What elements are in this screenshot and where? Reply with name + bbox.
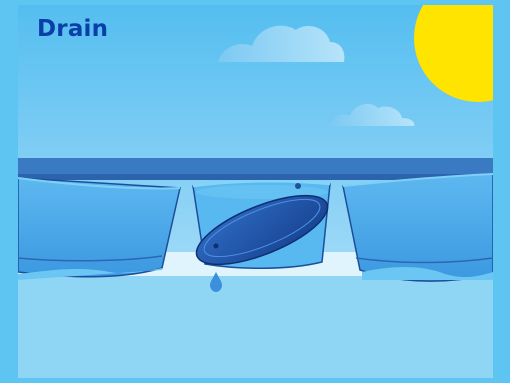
middle-cup	[188, 181, 336, 278]
left-cup	[18, 178, 180, 280]
right-cup	[343, 174, 493, 281]
page-title: Drain	[37, 18, 108, 41]
drain-hole	[295, 183, 301, 189]
